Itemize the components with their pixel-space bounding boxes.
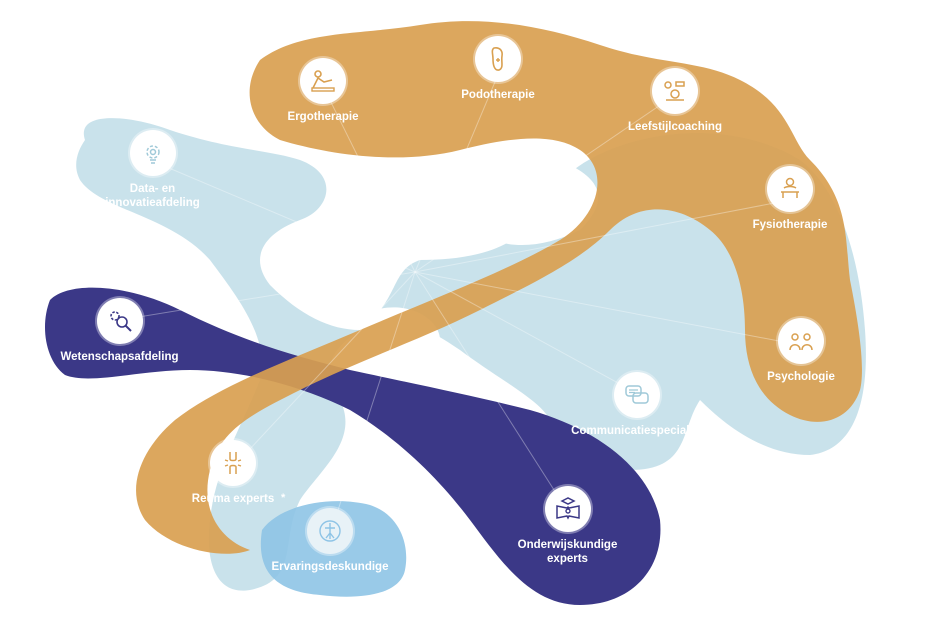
onderwijskundige-label: Onderwijskundige experts <box>518 538 618 566</box>
reuma-footnote-star: * <box>281 492 286 504</box>
joint-icon <box>210 440 256 486</box>
data-innovatie-label-line2: innovatieafdeling <box>105 197 200 209</box>
navy-blob <box>45 287 661 605</box>
research-icon <box>96 298 143 344</box>
onderwijskundige-label-line1: Onderwijskundige <box>517 539 618 551</box>
communicatiespecialist-label: Communicatiespecialist <box>571 425 703 437</box>
radial-lines <box>119 69 801 536</box>
node-leefstijlcoaching: Leefstijlcoaching <box>615 68 735 134</box>
education-icon <box>544 486 591 532</box>
data-innovatie-label-line1: Data- en <box>129 183 176 195</box>
node-ergotherapie: Ergotherapie <box>278 58 368 124</box>
node-ervaringsdeskundige: Ervaringsdeskundige <box>265 508 395 574</box>
node-reuma-experts: Reuma experts <box>183 440 283 506</box>
data-innovatie-label: Data- en innovatieafdeling <box>105 182 200 210</box>
node-onderwijskundige: Onderwijskundige experts <box>505 486 630 566</box>
fysiotherapie-label: Fysiotherapie <box>752 219 828 231</box>
wetenschapsafdeling-label: Wetenschapsafdeling <box>60 351 179 363</box>
gear-lightbulb-icon <box>129 130 176 176</box>
chat-icon <box>614 372 660 418</box>
lifestyle-icon <box>652 68 698 114</box>
conversation-icon <box>778 318 824 364</box>
light-blue-blob <box>76 118 866 591</box>
leefstijlcoaching-label: Leefstijlcoaching <box>628 121 722 133</box>
physio-icon <box>767 166 813 212</box>
ervaringsdeskundige-label: Ervaringsdeskundige <box>271 561 389 573</box>
node-data-innovatie: Data- en innovatieafdeling <box>95 130 210 210</box>
node-psychologie: Psychologie <box>753 318 849 384</box>
node-communicatiespecialist: Communicatiespecialist <box>562 372 712 438</box>
foot-icon <box>475 36 521 82</box>
node-fysiotherapie: Fysiotherapie <box>740 166 840 232</box>
node-wetenschapsafdeling: Wetenschapsafdeling <box>52 298 187 364</box>
body-icon <box>307 508 353 554</box>
onderwijskundige-label-line2: experts <box>547 553 588 565</box>
ergotherapie-label: Ergotherapie <box>287 111 359 123</box>
psychologie-label: Psychologie <box>767 371 835 383</box>
podotherapie-label: Podotherapie <box>461 89 535 101</box>
reuma-experts-label: Reuma experts <box>191 493 275 505</box>
node-podotherapie: Podotherapie <box>453 36 543 102</box>
therapist-icon <box>300 58 346 104</box>
orange-blob <box>136 21 862 554</box>
